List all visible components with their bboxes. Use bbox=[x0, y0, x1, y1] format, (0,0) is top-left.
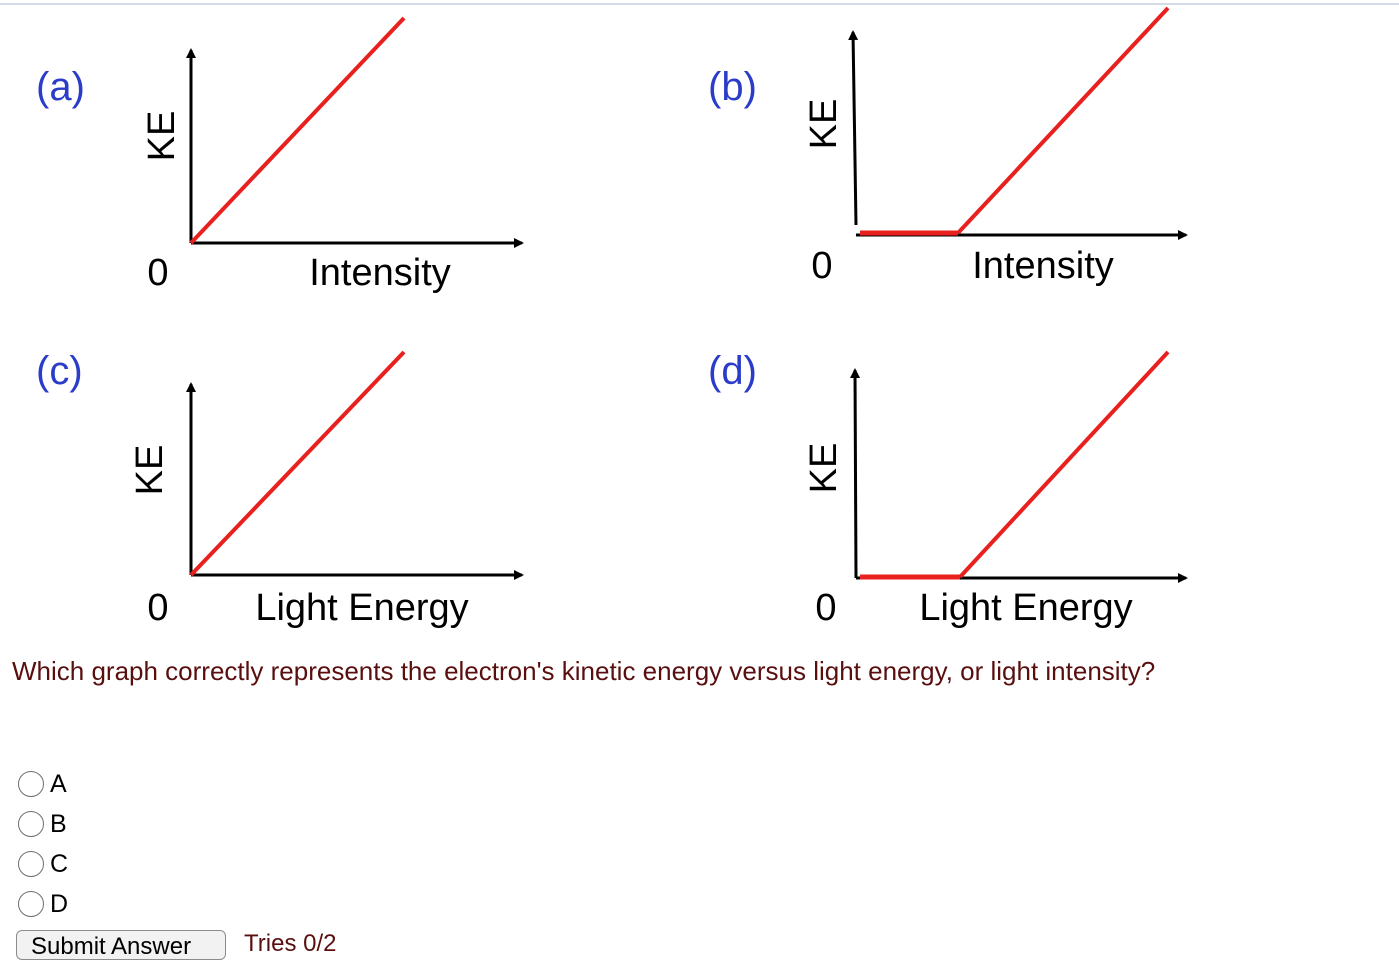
graphs-image: (a) KE 0 Intensity (b) KE 0 Intensity (c… bbox=[36, 6, 1188, 629]
y-axis-title: KE bbox=[803, 443, 845, 494]
origin-label: 0 bbox=[811, 245, 832, 287]
origin-label: 0 bbox=[815, 587, 836, 629]
answer-choices: A B C D bbox=[18, 764, 68, 924]
choice-label: A bbox=[50, 769, 67, 798]
origin-label: 0 bbox=[147, 587, 168, 629]
y-axis-title: KE bbox=[803, 99, 845, 150]
panel-label-a: (a) bbox=[36, 65, 85, 109]
choice-label: C bbox=[50, 849, 69, 878]
graph-a: (a) KE 0 Intensity bbox=[36, 16, 524, 294]
panel-label-c: (c) bbox=[36, 349, 83, 393]
ke-line bbox=[189, 350, 406, 577]
radio-button[interactable] bbox=[18, 891, 44, 917]
origin-label: 0 bbox=[147, 252, 168, 294]
x-axis-title: Intensity bbox=[309, 252, 451, 294]
choice-b[interactable]: B bbox=[18, 804, 68, 844]
ke-line bbox=[956, 6, 1170, 235]
y-axis-title: KE bbox=[129, 445, 171, 496]
choice-a[interactable]: A bbox=[18, 764, 68, 804]
graph-c: (c) KE 0 Light Energy bbox=[36, 349, 524, 629]
radio-button[interactable] bbox=[18, 851, 44, 877]
graph-d: (d) KE 0 Light Energy bbox=[708, 349, 1188, 629]
ke-line bbox=[189, 16, 406, 245]
panel-label-d: (d) bbox=[708, 349, 757, 393]
question-text: Which graph correctly represents the ele… bbox=[12, 656, 1156, 686]
question-figure: (a) KE 0 Intensity (b) KE 0 Intensity (c… bbox=[36, 6, 1188, 629]
choice-label: D bbox=[50, 889, 69, 918]
y-axis bbox=[850, 368, 861, 579]
y-axis-title: KE bbox=[141, 111, 183, 162]
x-axis-title: Light Energy bbox=[255, 587, 468, 629]
tries-counter: Tries 0/2 bbox=[244, 930, 337, 957]
x-axis-title: Intensity bbox=[972, 245, 1114, 287]
radio-button[interactable] bbox=[18, 811, 44, 837]
y-axis bbox=[848, 30, 859, 226]
panel-label-b: (b) bbox=[708, 65, 757, 109]
radio-button[interactable] bbox=[18, 771, 44, 797]
choice-c[interactable]: C bbox=[18, 844, 68, 884]
submit-answer-button[interactable]: Submit Answer bbox=[16, 930, 226, 960]
choice-d[interactable]: D bbox=[18, 884, 68, 924]
choice-label: B bbox=[50, 809, 67, 838]
ke-line bbox=[958, 350, 1170, 579]
x-axis-title: Light Energy bbox=[919, 587, 1132, 629]
graph-b: (b) KE 0 Intensity bbox=[708, 6, 1188, 287]
top-divider bbox=[0, 3, 1399, 5]
